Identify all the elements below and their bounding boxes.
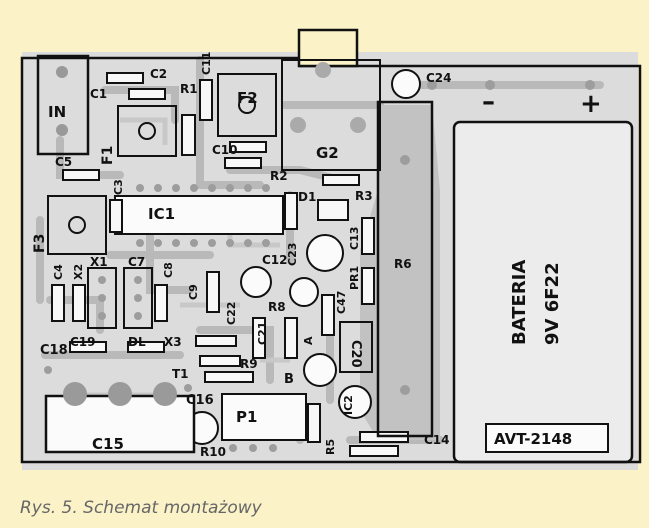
- pr1-body: [376, 100, 434, 438]
- battery-text-2: 9V 6F22: [542, 262, 563, 345]
- x3-box: [339, 321, 373, 373]
- label-DL: X3: [164, 335, 182, 349]
- label-C19: DL: [128, 335, 146, 349]
- label-C13: C13: [348, 227, 361, 250]
- label-C24: C24: [426, 71, 452, 85]
- label-X2: C7: [128, 255, 145, 269]
- pr1-copper-pad: [360, 105, 440, 440]
- label-R3: R3: [355, 189, 373, 203]
- label-R9: T1: [172, 367, 189, 381]
- in-connector: [36, 54, 90, 156]
- label-C16: IC2: [342, 395, 355, 415]
- label-F3: F3: [32, 234, 48, 253]
- label-C47: C22: [225, 302, 238, 325]
- label-R2: R2: [270, 169, 288, 183]
- battery-minus: –: [482, 87, 495, 117]
- g2-box: [281, 59, 381, 171]
- ic2-body: [221, 393, 307, 441]
- label-R5: C14: [424, 433, 450, 447]
- label-X3: C20: [348, 340, 363, 368]
- label-C5: C5: [55, 155, 72, 169]
- label-C15: R5: [324, 439, 337, 455]
- ic1-body: [114, 195, 284, 235]
- label-C8: C12: [262, 253, 288, 267]
- f1-box: [117, 105, 177, 157]
- label-T1: B: [284, 372, 294, 387]
- pads: [44, 80, 595, 452]
- label-R8: C47: [335, 291, 348, 314]
- label-C4: C4: [52, 264, 65, 280]
- label-C22: C21: [256, 322, 269, 345]
- label-C2: C2: [150, 67, 167, 81]
- label-PR1: R6: [394, 257, 412, 271]
- label-C3: C3: [112, 179, 125, 195]
- component-labels: IN C1 C2 R1 C11 F2 C24 F1 C10 G2 C5 R2 D…: [32, 52, 452, 459]
- battery-plus: +: [580, 89, 602, 119]
- label-F2: F2: [237, 89, 258, 107]
- label-G2: G2: [316, 144, 339, 162]
- label-F1: F1: [100, 146, 116, 165]
- f2-box: [217, 73, 277, 137]
- x1-box: [87, 267, 117, 329]
- battery-text-1: BATERIA: [509, 260, 530, 345]
- label-C9: R8: [268, 300, 286, 314]
- figure-caption: Rys. 5. Schemat montażowy: [20, 498, 262, 518]
- board-code-box: [485, 423, 609, 453]
- label-C6: X2: [72, 264, 85, 280]
- label-R6: C9: [187, 284, 200, 300]
- label-X1: X1: [90, 255, 108, 269]
- label-C1: C1: [90, 87, 107, 101]
- f3-box: [47, 195, 107, 255]
- label-IN: IN: [48, 103, 66, 121]
- label-IC2: P1: [236, 408, 257, 426]
- passive-components: [51, 72, 409, 457]
- label-C23: PR1: [348, 266, 361, 290]
- label-P1: C15: [92, 435, 124, 453]
- label-B: C16: [186, 393, 214, 408]
- label-C12: C23: [286, 243, 299, 266]
- label-C20: R9: [240, 357, 258, 371]
- label-A: C18: [40, 343, 68, 358]
- label-D1: D1: [298, 190, 316, 204]
- label-IC1: IC1: [148, 205, 175, 223]
- x2-box: [123, 267, 153, 329]
- label-C18: C19: [70, 335, 96, 349]
- label-C11: C11: [200, 52, 213, 75]
- board-code: AVT-2148: [494, 430, 572, 448]
- label-C10: C10: [212, 143, 238, 157]
- label-R1: R1: [180, 82, 198, 96]
- label-C21: A: [302, 336, 315, 345]
- label-C14: R10: [200, 445, 226, 459]
- label-C7: C8: [162, 262, 175, 278]
